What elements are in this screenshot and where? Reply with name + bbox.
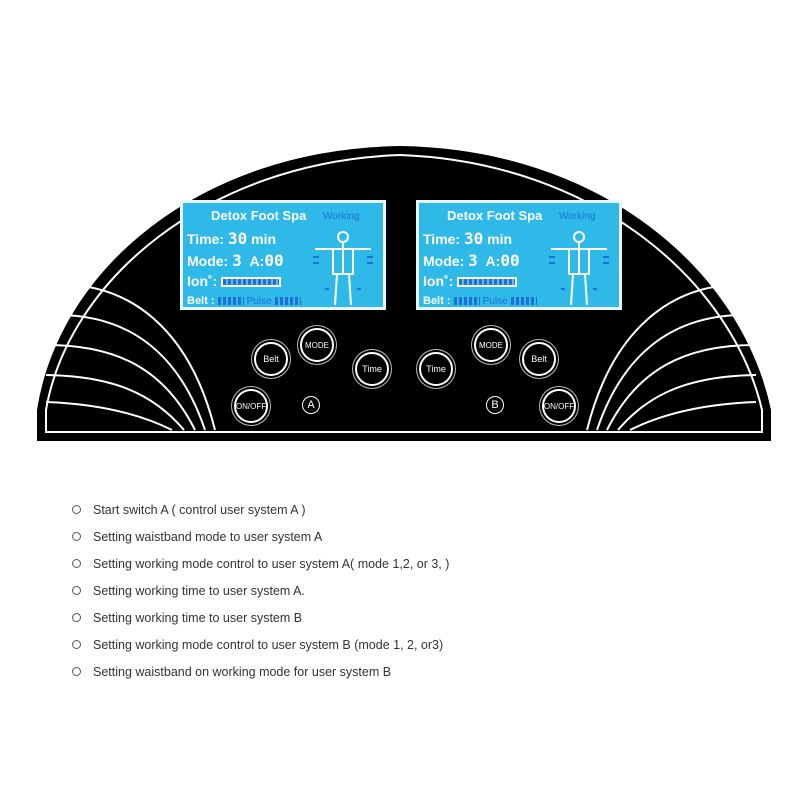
ion-level-bar	[221, 277, 282, 288]
legend-item: Setting working time to user system A.	[72, 577, 712, 604]
a-value: 00	[264, 251, 284, 270]
display-a-title: Detox Foot Spa	[211, 208, 307, 223]
bullet-icon	[72, 640, 81, 649]
a-label: A:	[249, 253, 265, 269]
display-b-mode-row: Mode: 3 A:00	[423, 251, 520, 270]
pulse-level-bars	[510, 297, 537, 306]
onoff-b-button[interactable]: ON/OFF	[542, 389, 576, 423]
display-a-mode-row: Mode: 3 A:00	[187, 251, 284, 270]
pulse-label: Pulse	[482, 296, 508, 307]
panel-outline	[37, 145, 771, 441]
time-b-button[interactable]: Time	[419, 352, 453, 386]
body-figure-icon	[549, 231, 609, 306]
system-b-tag: B	[486, 396, 504, 414]
belt-a-button[interactable]: Belt	[254, 342, 288, 376]
time-value: 30	[463, 229, 484, 248]
display-b-title: Detox Foot Spa	[447, 208, 543, 223]
display-a-time-row: Time: 30 min	[187, 229, 276, 248]
system-a-tag: A	[302, 396, 320, 414]
belt-level-bars	[217, 297, 244, 306]
time-unit: min	[487, 231, 513, 247]
belt-level-bars	[453, 297, 480, 306]
belt-b-button[interactable]: Belt	[522, 342, 556, 376]
mode-a-button[interactable]: MODE	[300, 328, 334, 362]
pulse-label: Pulse	[246, 296, 272, 307]
legend-item: Setting waistband mode to user system A	[72, 523, 712, 550]
a-label: A:	[485, 253, 501, 269]
display-b: Detox Foot Spa Working Time: 30 min Mode…	[416, 200, 622, 310]
mode-label: Mode:	[423, 253, 465, 269]
bullet-icon	[72, 532, 81, 541]
display-b-ion-row: Ion˚:	[423, 273, 518, 289]
onoff-a-button[interactable]: ON/OFF	[234, 389, 268, 423]
display-b-time-row: Time: 30 min	[423, 229, 512, 248]
legend-item: Setting waistband on working mode for us…	[72, 658, 712, 685]
ion-label: Ion˚:	[423, 273, 454, 289]
belt-label: Belt :	[187, 295, 215, 307]
bullet-icon	[72, 613, 81, 622]
control-panel: Detox Foot Spa Working Time: 30 min Mode…	[37, 145, 771, 441]
legend-item: Start switch A ( control user system A )	[72, 496, 712, 523]
legend-item: Setting working time to user system B	[72, 604, 712, 631]
display-a-status: Working	[323, 211, 360, 222]
ion-level-bar	[457, 277, 518, 288]
mode-label: Mode:	[187, 253, 229, 269]
ion-label: Ion˚:	[187, 273, 218, 289]
legend-item: Setting working mode control to user sys…	[72, 550, 712, 577]
display-b-status: Working	[559, 211, 596, 222]
time-a-button[interactable]: Time	[355, 352, 389, 386]
pulse-level-bars	[274, 297, 301, 306]
bullet-icon	[72, 667, 81, 676]
mode-value: 3	[468, 251, 478, 270]
display-a-ion-row: Ion˚:	[187, 273, 282, 289]
time-label: Time:	[187, 231, 225, 247]
bullet-icon	[72, 505, 81, 514]
legend-item: Setting working mode control to user sys…	[72, 631, 712, 658]
a-value: 00	[500, 251, 520, 270]
bullet-icon	[72, 559, 81, 568]
mode-value: 3	[232, 251, 242, 270]
belt-label: Belt :	[423, 295, 451, 307]
bullet-icon	[72, 586, 81, 595]
time-unit: min	[251, 231, 277, 247]
display-a: Detox Foot Spa Working Time: 30 min Mode…	[180, 200, 386, 310]
time-value: 30	[227, 229, 248, 248]
display-b-belt-row: Belt : Pulse	[423, 295, 537, 307]
left-fan-decoration	[45, 283, 216, 431]
mode-b-button[interactable]: MODE	[474, 328, 508, 362]
function-legend: Start switch A ( control user system A )…	[72, 496, 712, 685]
body-figure-icon	[313, 231, 373, 306]
time-label: Time:	[423, 231, 461, 247]
display-a-belt-row: Belt : Pulse	[187, 295, 301, 307]
right-fan-decoration	[586, 283, 757, 431]
